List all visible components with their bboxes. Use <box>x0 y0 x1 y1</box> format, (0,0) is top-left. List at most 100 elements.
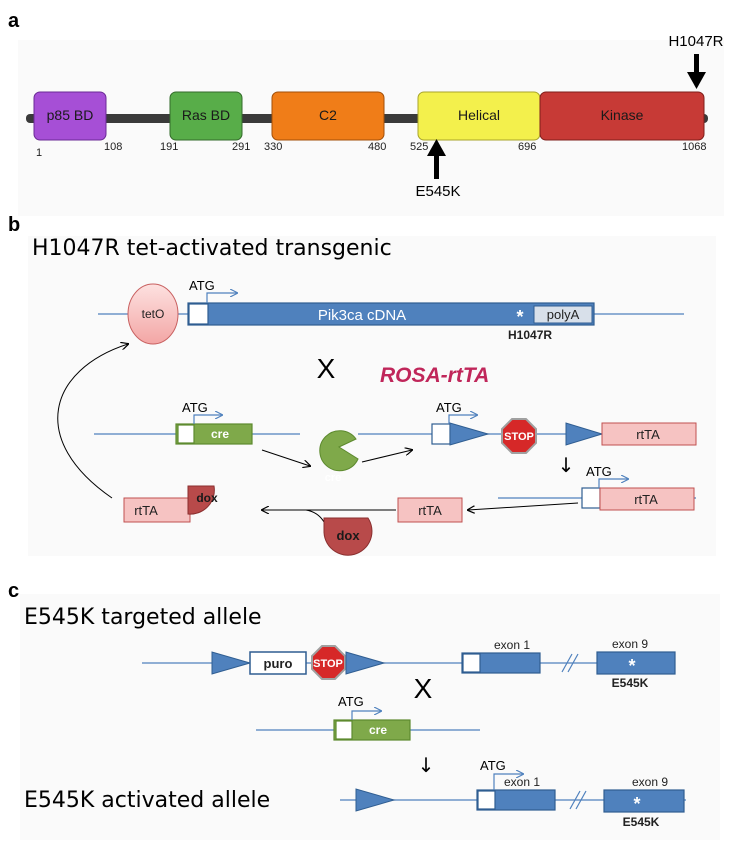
promoter-arrow-icon <box>493 774 523 790</box>
cross-label-c: X <box>414 673 433 704</box>
panel-c-title-targeted: E545K targeted allele <box>24 605 262 630</box>
atg-label-cdna: ATG <box>189 278 215 293</box>
feedback-arrow <box>57 344 128 499</box>
position-525: 525 <box>410 141 428 153</box>
rtta-complex-label: rtTA <box>134 503 158 518</box>
gap-slash <box>575 790 587 810</box>
cre-start-square-c <box>335 720 353 740</box>
cdna-mutation-label: H1047R <box>508 328 552 342</box>
teto-ellipse <box>127 283 179 345</box>
stop-sign-icon <box>501 418 537 454</box>
mutation-label-e545k: E545K <box>415 183 460 200</box>
atg-label-activated-c: ATG <box>480 758 506 773</box>
puro-label: puro <box>264 656 293 671</box>
atg-label-activated: ATG <box>586 464 612 479</box>
arrow-dox-join-line <box>305 509 325 523</box>
mutation-label-h1047r: H1047R <box>668 33 723 50</box>
exon9-mutation-label-targeted: E545K <box>612 676 649 690</box>
rtta-box-activated <box>599 487 695 511</box>
cross-label-b: X <box>317 353 336 384</box>
rosa-rtta-label: ROSA-rtTA <box>380 364 489 387</box>
domain-label-p85bd: p85 BD <box>47 107 94 123</box>
down-arrow-b: ↓ <box>558 453 575 477</box>
polya-box <box>533 305 593 324</box>
dox-bound-icon <box>187 485 215 515</box>
rtta-activated-start-square <box>581 487 601 509</box>
cdna-start-square <box>188 303 209 325</box>
cre-box-b <box>175 423 253 445</box>
down-arrow-c: ↓ <box>418 753 435 777</box>
gap-slash <box>561 653 573 673</box>
domain-label-kinase: Kinase <box>601 107 644 123</box>
dox-bound-label: dox <box>196 491 218 505</box>
position-1: 1 <box>36 147 42 159</box>
exon1-box-activated <box>476 789 556 811</box>
position-1068: 1068 <box>682 141 706 153</box>
promoter-arrow-icon <box>598 479 628 488</box>
panel-b-title: H1047R tet-activated transgenic <box>32 236 392 261</box>
atg-label-rosa: ATG <box>436 400 462 415</box>
domain-label-c2: C2 <box>319 107 337 123</box>
dox-label: dox <box>336 528 360 543</box>
puro-box <box>249 651 307 675</box>
teto-label: tetO <box>142 307 165 321</box>
exon9-mutation-star-targeted: * <box>628 656 635 676</box>
arrow-down-icon <box>687 54 706 89</box>
position-191: 191 <box>160 141 178 153</box>
rtta-dox-complex-box <box>123 497 191 523</box>
stop-label-c: STOP <box>313 658 343 670</box>
exon9-label-activated: exon 9 <box>632 775 668 789</box>
arrow-cre-out <box>361 450 412 463</box>
stop-sign-icon <box>311 645 346 680</box>
loxp-triangle-icon <box>211 651 252 675</box>
exon9-box-activated <box>603 789 685 813</box>
arrow-to-rtta-protein <box>468 502 579 510</box>
promoter-arrow-icon <box>193 415 222 424</box>
domain-label-helical: Helical <box>458 107 500 123</box>
panel-c-letter: c <box>8 580 20 602</box>
cdna-mutation-star: * <box>516 307 523 327</box>
panel-c: puro STOP exon 1 exon 9 * E545K X cre AT… <box>142 637 686 829</box>
exon1-box-targeted <box>461 652 541 674</box>
cre-box-c <box>333 719 411 741</box>
panel-b: tetO Pik3ca cDNA * polyA H1047R ATG X RO… <box>57 278 697 556</box>
position-480: 480 <box>368 141 386 153</box>
exon9-mutation-star-activated: * <box>633 794 640 814</box>
rtta-label-activated: rtTA <box>634 492 658 507</box>
cre-label-b: cre <box>211 427 229 441</box>
exon1-start-square-activated <box>477 790 496 810</box>
domain-c2 <box>271 91 385 141</box>
position-696: 696 <box>518 141 536 153</box>
domain-p85bd <box>33 91 107 141</box>
domain-kinase <box>539 91 705 141</box>
domain-rasbd <box>169 91 243 141</box>
cre-recombinase-label: cre <box>325 472 342 484</box>
loxp-triangle-icon <box>355 788 396 812</box>
stop-label-b: STOP <box>504 431 534 443</box>
cre-label-c: cre <box>369 723 387 737</box>
gap-slash <box>567 653 579 673</box>
exon1-label-activated: exon 1 <box>504 775 540 789</box>
gap-slash <box>569 790 581 810</box>
cre-recombinase-icon <box>319 430 359 472</box>
panel-b-letter: b <box>8 214 21 236</box>
promoter-arrow-icon <box>206 293 237 303</box>
cre-start-square-b <box>177 424 195 444</box>
arrow-up-icon <box>427 139 446 179</box>
atg-label-cre-c: ATG <box>338 694 364 709</box>
position-108: 108 <box>104 141 122 153</box>
rtta-box-rosa <box>601 422 697 446</box>
exon9-box-targeted <box>596 651 676 675</box>
cdna-label: Pik3ca cDNA <box>318 307 406 324</box>
rosa-start-square <box>431 423 451 445</box>
rtta-protein-label: rtTA <box>418 503 442 518</box>
exon1-start-square-targeted <box>462 653 481 673</box>
loxp-triangle-icon <box>345 651 386 675</box>
rtta-protein-box <box>397 497 463 523</box>
polya-label: polyA <box>547 307 580 322</box>
exon9-label-targeted: exon 9 <box>612 637 648 651</box>
domain-label-rasbd: Ras BD <box>182 107 230 123</box>
arrow-cre-in <box>261 449 310 466</box>
panel-a-letter: a <box>8 10 20 32</box>
rtta-label-rosa: rtTA <box>636 427 660 442</box>
